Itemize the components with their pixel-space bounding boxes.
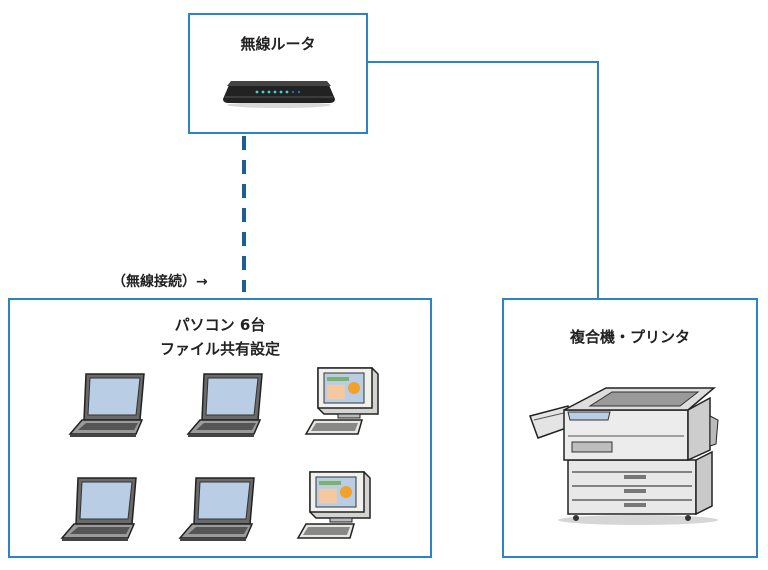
router-icon	[223, 81, 335, 108]
laptop-icon	[186, 373, 263, 437]
printer-title: 複合機・プリンタ	[569, 328, 690, 346]
wireless-connection-label: （無線接続）→	[112, 274, 208, 290]
desktop-pc-icon	[304, 367, 379, 435]
multifunction-printer-icon	[529, 387, 719, 525]
pc-group-title: パソコン 6台	[174, 316, 266, 334]
pc-group-subtitle: ファイル共有設定	[159, 340, 280, 358]
desktop-pc-icon	[296, 471, 371, 539]
printer-box: 複合機・プリンタ	[502, 298, 758, 558]
laptop-icon	[178, 477, 255, 541]
pc-group-box: パソコン 6台 ファイル共有設定	[8, 298, 432, 558]
laptop-icon	[68, 373, 145, 437]
wired-link	[368, 61, 599, 298]
router-title: 無線ルータ	[240, 35, 316, 53]
laptop-icon	[60, 477, 137, 541]
router-box: 無線ルータ	[188, 13, 368, 134]
